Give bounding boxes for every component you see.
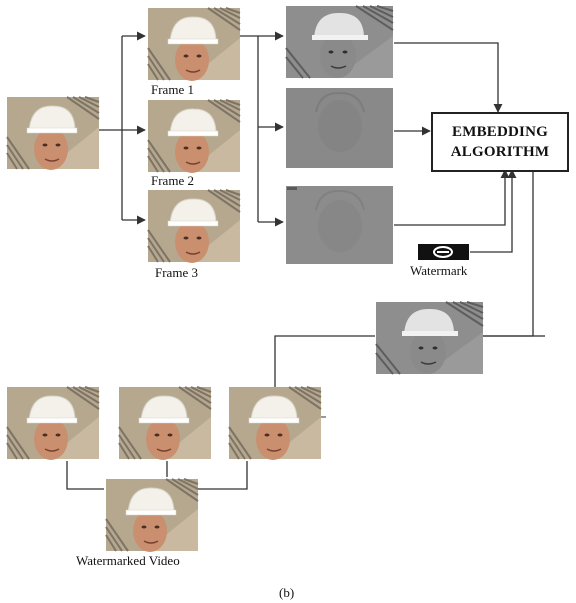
watermark-label: Watermark — [410, 263, 468, 278]
algorithm-box-line-2: ALGORITHM — [450, 144, 550, 160]
input-video-frame — [6, 96, 100, 171]
output-frame-3-image — [228, 386, 322, 461]
watermarked-video-image — [105, 478, 199, 553]
difference-frame-1-image — [286, 88, 393, 168]
figure-caption: (b) — [279, 585, 295, 600]
decompose-connectors — [240, 35, 259, 222]
difference-frame-2-image — [286, 186, 393, 264]
frame-2-image — [147, 99, 241, 174]
watermarked-luminance-image — [375, 301, 484, 375]
frame-3-image — [147, 189, 241, 264]
watermark-logo — [418, 244, 469, 260]
embed-connectors — [394, 42, 517, 253]
frame-2-label: Frame 2 — [151, 173, 194, 188]
frame-1-label: Frame 1 — [151, 82, 194, 97]
algorithm-box-line-1: EMBEDDING — [452, 124, 548, 140]
merge-connectors — [66, 461, 248, 490]
watermarked-video-label: Watermarked Video — [76, 553, 180, 568]
output-frame-1-image — [6, 386, 100, 461]
frame-3-label: Frame 3 — [155, 265, 198, 280]
embedding-algorithm-box: EMBEDDING ALGORITHM — [431, 112, 569, 172]
luminance-frame-image — [285, 5, 394, 79]
frame-1-image — [147, 7, 241, 82]
output-frame-2-image — [118, 386, 212, 461]
split-connectors — [99, 36, 123, 220]
